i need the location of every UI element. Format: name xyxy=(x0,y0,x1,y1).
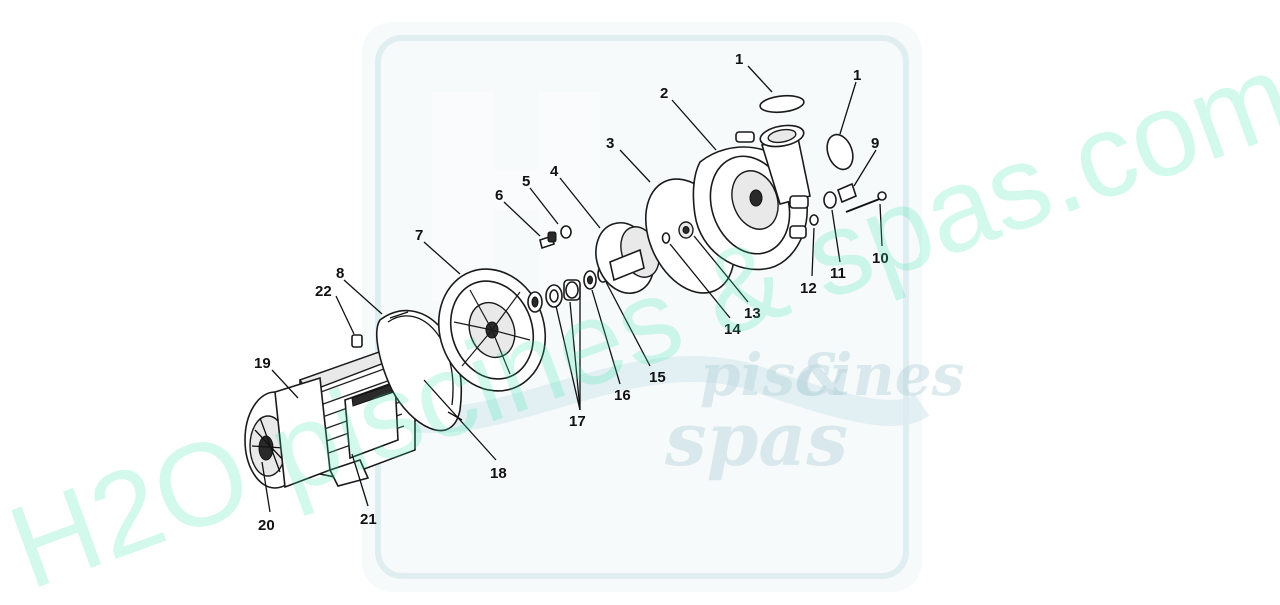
callout-19: 19 xyxy=(254,355,271,372)
callout-22: 22 xyxy=(315,283,332,300)
callout-14: 14 xyxy=(724,321,741,338)
part-1-orings xyxy=(759,94,854,171)
part-9-plug xyxy=(837,182,857,204)
leader-lines xyxy=(261,65,883,513)
callout-5: 5 xyxy=(522,173,530,190)
callout-4: 4 xyxy=(550,163,559,180)
callout-2: 2 xyxy=(660,85,668,102)
logo-word-spas: spas xyxy=(664,397,848,483)
logo-ampersand: & xyxy=(796,341,848,409)
part-10-bolt xyxy=(845,191,887,213)
callout-9: 9 xyxy=(871,135,879,152)
callout-1a: 1 xyxy=(735,51,743,68)
callout-10: 10 xyxy=(872,250,889,267)
callout-20: 20 xyxy=(258,517,275,534)
part-2-pump-body xyxy=(692,124,811,271)
callout-labels: 1 1 2 3 4 5 6 7 8 9 10 11 12 13 14 15 16… xyxy=(254,51,889,534)
callout-12: 12 xyxy=(800,280,817,297)
part-4-impeller xyxy=(595,222,660,294)
callout-21: 21 xyxy=(360,511,377,528)
callout-3: 3 xyxy=(606,135,614,152)
callout-16: 16 xyxy=(614,387,631,404)
part-13-cone xyxy=(678,221,694,239)
part-12-oring-small xyxy=(809,214,819,226)
motor-assembly xyxy=(244,349,416,489)
callout-11: 11 xyxy=(830,265,846,282)
callout-18: 18 xyxy=(490,465,507,482)
callout-1b: 1 xyxy=(853,67,861,84)
callout-15: 15 xyxy=(649,369,666,386)
part-11-drain-plug xyxy=(823,191,837,209)
callout-13: 13 xyxy=(744,305,761,322)
callout-6: 6 xyxy=(495,187,503,204)
part-7-seal-plate xyxy=(437,268,547,392)
part-5-nut xyxy=(560,225,572,239)
part-17-shaft-seal xyxy=(527,279,581,313)
part-6-screw xyxy=(539,231,557,250)
logo-word-piscines: piscines xyxy=(700,341,964,409)
part-22-plug xyxy=(351,334,363,348)
callout-7: 7 xyxy=(415,227,423,244)
callout-8: 8 xyxy=(336,265,344,282)
part-16-spring xyxy=(583,270,597,290)
callout-17: 17 xyxy=(569,413,586,430)
